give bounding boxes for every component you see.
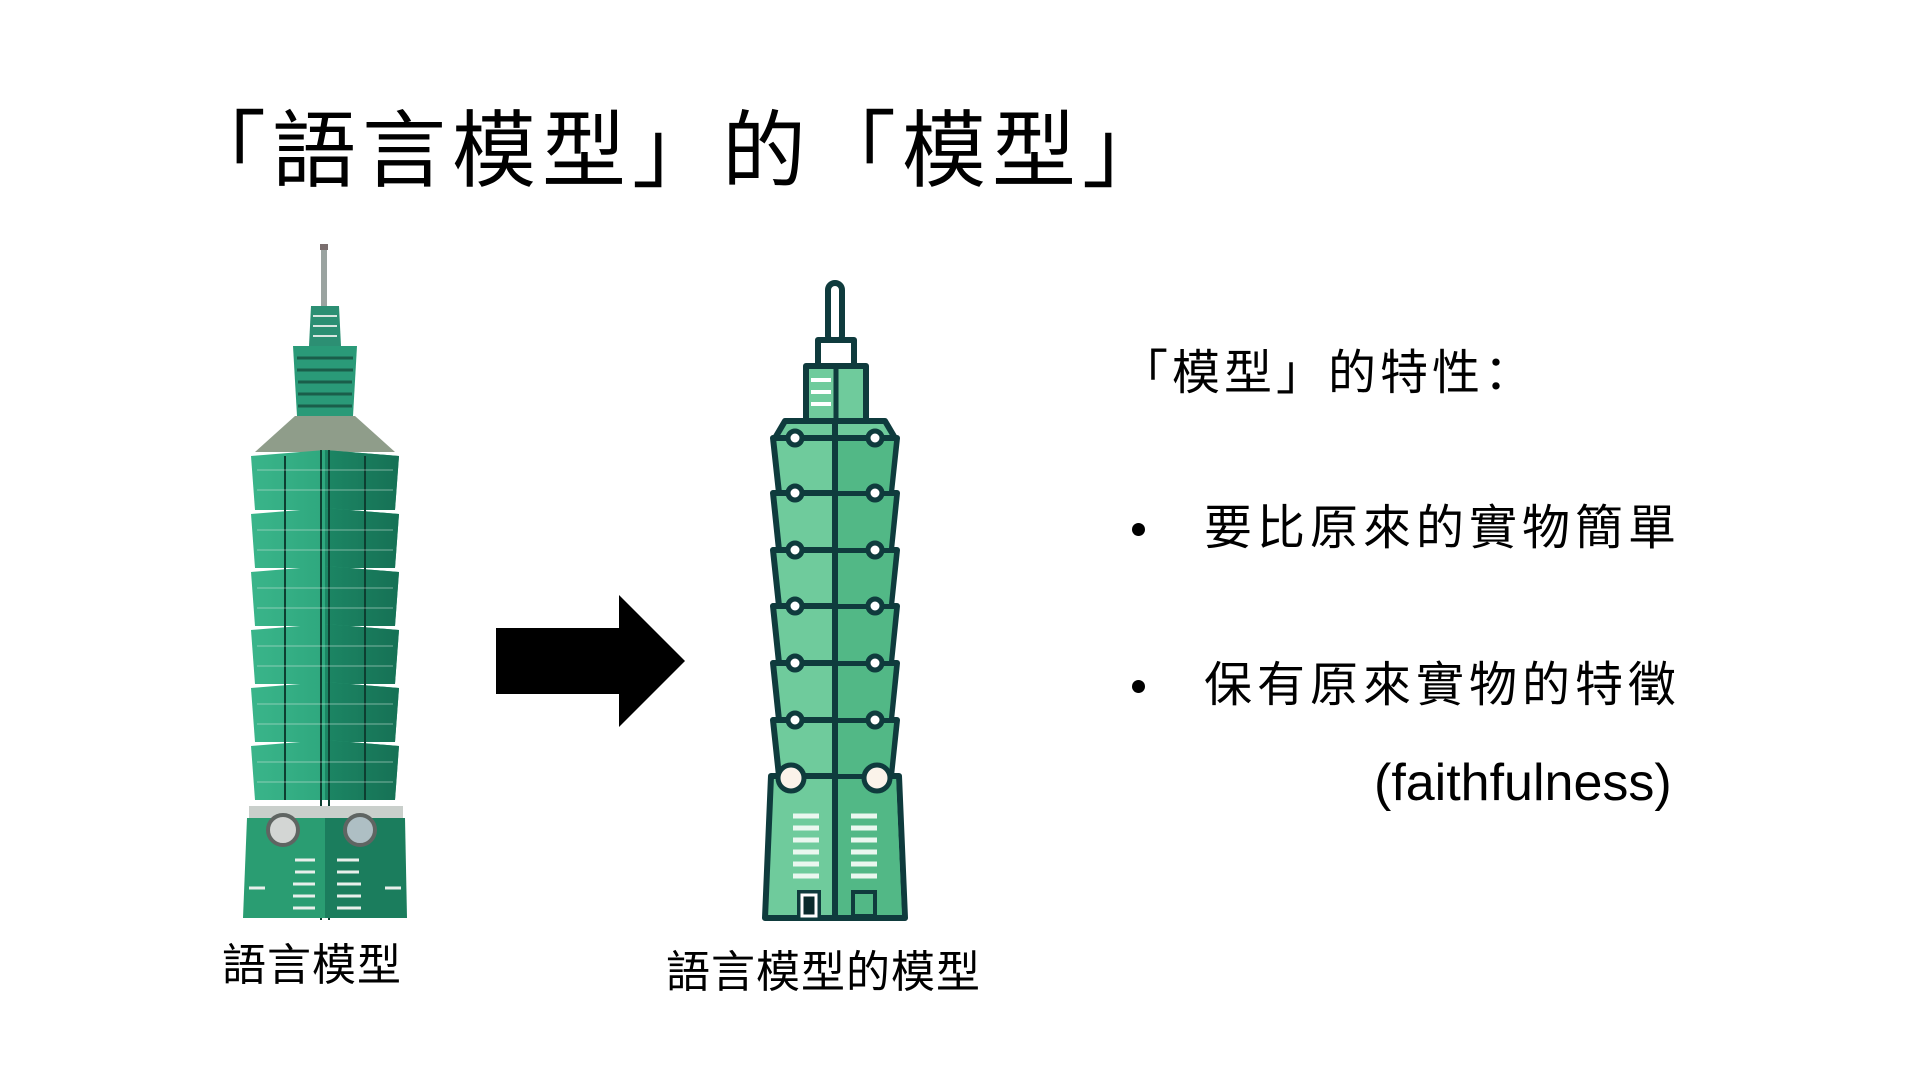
properties-heading: 「模型」的特性： bbox=[1120, 345, 1537, 401]
bullet-text: 要比原來的實物簡單 bbox=[1204, 500, 1682, 556]
bullet-dot-icon bbox=[1132, 680, 1145, 693]
right-arrow-icon bbox=[496, 595, 685, 727]
taipei-101-photo-image bbox=[243, 244, 407, 920]
bullet-text: 保有原來實物的特徵 bbox=[1204, 657, 1682, 713]
bullet-dot-icon bbox=[1132, 523, 1145, 536]
caption-model-of-language-model: 語言模型的模型 bbox=[666, 947, 981, 998]
slide-title: 「語言模型」的「模型」 bbox=[182, 102, 1173, 200]
faithfulness-note: (faithfulness) bbox=[1374, 754, 1672, 812]
caption-language-model: 語言模型 bbox=[222, 940, 402, 991]
taipei-101-cartoon-image bbox=[762, 280, 908, 921]
